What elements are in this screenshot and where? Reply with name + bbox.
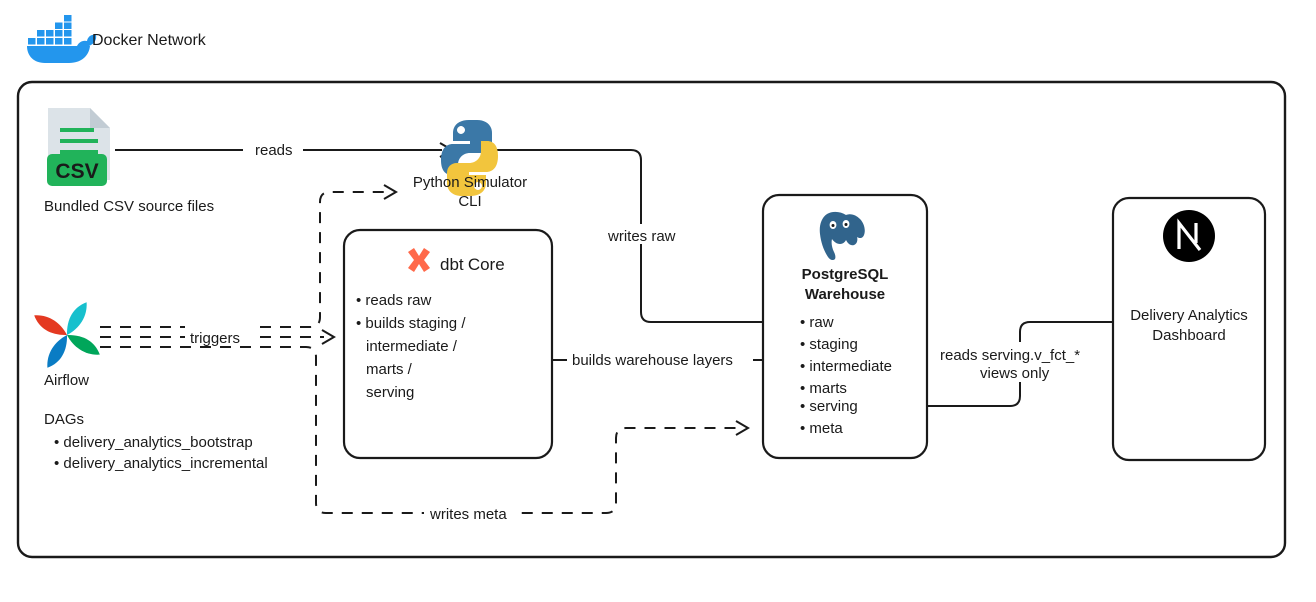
docker-whale-icon xyxy=(27,15,97,63)
dbt-logo-icon xyxy=(408,248,430,272)
postgres-schema-3: • marts xyxy=(800,380,847,397)
dbt-core-box xyxy=(342,228,554,460)
postgres-schema-4: • serving xyxy=(800,398,858,415)
edge-triggers-python-arrowhead xyxy=(383,184,398,200)
edge-triggers-python xyxy=(100,191,386,328)
edge-label-reads-views-1: reads serving.v_fct_* xyxy=(940,347,1080,364)
csv-file-icon: CSV xyxy=(47,108,110,186)
airflow-dag-item-1: • delivery_analytics_incremental xyxy=(54,455,268,472)
dbt-core-node: dbt Core • reads raw • builds staging / … xyxy=(342,228,554,460)
csv-source-label: Bundled CSV source files xyxy=(44,198,214,215)
edge-label-triggers: triggers xyxy=(190,330,240,347)
dashboard-box xyxy=(1111,196,1267,462)
edge-triggers-dbt-arrowhead xyxy=(321,329,336,345)
dbt-bullet-1-cont-c: serving xyxy=(366,384,414,401)
postgres-schema-5: • meta xyxy=(800,420,843,437)
airflow-label: Airflow xyxy=(44,372,89,389)
postgres-warehouse-node: PostgreSQL Warehouse • raw • staging • i… xyxy=(761,193,929,460)
edge-label-builds-layers: builds warehouse layers xyxy=(572,352,733,369)
dbt-core-title: dbt Core xyxy=(440,255,505,274)
airflow-dags-heading: DAGs xyxy=(44,411,84,428)
edge-label-reads-views-2: views only xyxy=(980,365,1050,382)
postgres-title-1: PostgreSQL xyxy=(802,266,889,283)
postgresql-elephant-icon xyxy=(819,211,865,261)
edge-label-reads: reads xyxy=(255,142,293,159)
dbt-bullet-1-cont-a: intermediate / xyxy=(366,338,458,355)
edge-label-writes-raw: writes raw xyxy=(607,228,676,245)
dbt-bullet-1: • builds staging / xyxy=(356,315,466,332)
postgres-schema-2: • intermediate xyxy=(800,358,892,375)
airflow-dag-item-0: • delivery_analytics_bootstrap xyxy=(54,434,253,451)
python-simulator-label-2: CLI xyxy=(458,193,481,210)
postgres-schema-0: • raw xyxy=(800,314,834,331)
svg-text:CSV: CSV xyxy=(55,160,98,183)
dashboard-node: Delivery Analytics Dashboard xyxy=(1111,196,1267,462)
python-simulator-node: Python Simulator CLI xyxy=(413,120,527,210)
header-title: Docker Network xyxy=(92,32,207,49)
docker-network-container xyxy=(16,80,1287,559)
dashboard-label-1: Delivery Analytics xyxy=(1130,307,1248,324)
dbt-bullet-1-cont-b: marts / xyxy=(366,361,413,378)
airflow-pinwheel-icon xyxy=(34,302,100,368)
dashboard-label-2: Dashboard xyxy=(1152,327,1225,344)
nextjs-logo-icon xyxy=(1163,210,1215,262)
edge-writes-meta-arrowhead xyxy=(735,420,750,436)
python-logo-icon xyxy=(441,120,498,196)
edge-label-writes-meta: writes meta xyxy=(429,506,507,523)
dbt-bullet-0: • reads raw xyxy=(356,292,431,309)
airflow-node: Airflow DAGs • delivery_analytics_bootst… xyxy=(34,302,268,472)
postgres-schema-1: • staging xyxy=(800,336,858,353)
python-simulator-label-1: Python Simulator xyxy=(413,174,527,191)
csv-source-node: CSV Bundled CSV source files xyxy=(44,108,214,215)
postgres-title-2: Warehouse xyxy=(805,286,885,303)
postgres-warehouse-box xyxy=(761,193,929,460)
